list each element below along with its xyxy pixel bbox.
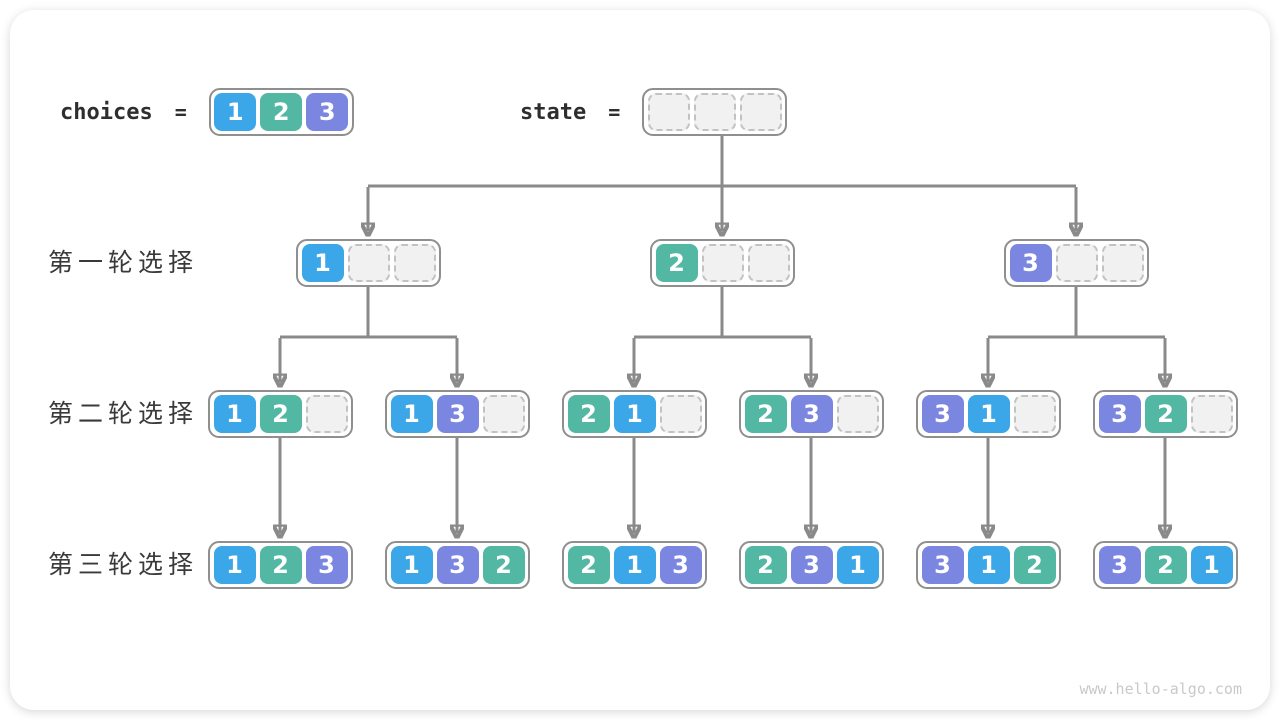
round-1-label: 第一轮选择 <box>48 249 199 277</box>
element-cell: 3 <box>1009 244 1052 282</box>
empty-cell <box>1055 244 1098 282</box>
element-cell: 3 <box>436 395 479 433</box>
empty-cell <box>393 244 436 282</box>
element-cell: 2 <box>744 395 787 433</box>
element-cell: 3 <box>659 546 702 584</box>
equals-sign: = <box>174 100 187 124</box>
array-node: 2 <box>650 239 795 287</box>
element-cell: 1 <box>214 93 257 131</box>
element-cell: 2 <box>744 546 787 584</box>
array-node: 1 <box>296 239 441 287</box>
element-cell: 2 <box>259 395 302 433</box>
choices-label: choices <box>60 99 153 125</box>
state-label: state <box>520 99 587 125</box>
element-cell: 2 <box>655 244 698 282</box>
element-cell: 2 <box>259 546 302 584</box>
element-cell: 1 <box>967 395 1010 433</box>
element-cell: 2 <box>567 395 610 433</box>
element-cell: 1 <box>390 546 433 584</box>
element-cell: 1 <box>836 546 879 584</box>
element-cell: 1 <box>967 546 1010 584</box>
round-3-label: 第三轮选择 <box>48 551 199 579</box>
empty-cell <box>305 395 348 433</box>
state-array <box>642 88 788 136</box>
element-cell: 2 <box>260 93 303 131</box>
element-cell: 2 <box>482 546 525 584</box>
element-cell: 3 <box>790 546 833 584</box>
empty-cell <box>1101 244 1144 282</box>
element-cell: 1 <box>213 395 256 433</box>
empty-cell <box>836 395 879 433</box>
state-legend: state = <box>520 88 788 136</box>
empty-cell <box>747 244 790 282</box>
empty-cell <box>739 93 782 131</box>
array-node: 3 <box>1004 239 1149 287</box>
element-cell: 1 <box>213 546 256 584</box>
empty-cell <box>482 395 525 433</box>
element-cell: 1 <box>301 244 344 282</box>
element-cell: 2 <box>1144 395 1187 433</box>
empty-cell <box>1013 395 1056 433</box>
round-1-nodes: 1 2 3 <box>296 239 1149 287</box>
element-cell: 2 <box>567 546 610 584</box>
element-cell: 3 <box>305 546 348 584</box>
watermark: www.hello-algo.com <box>1079 680 1242 698</box>
element-cell: 1 <box>390 395 433 433</box>
element-cell: 3 <box>921 395 964 433</box>
equals-sign: = <box>608 100 621 124</box>
empty-cell <box>647 93 690 131</box>
element-cell: 1 <box>1190 546 1233 584</box>
element-cell: 2 <box>1013 546 1056 584</box>
empty-cell <box>347 244 390 282</box>
element-cell: 3 <box>790 395 833 433</box>
element-cell: 1 <box>613 546 656 584</box>
element-cell: 1 <box>613 395 656 433</box>
empty-cell <box>659 395 702 433</box>
element-cell: 3 <box>306 93 349 131</box>
round-1-row: 第一轮选择 1 2 3 <box>0 239 1280 287</box>
empty-cell <box>701 244 744 282</box>
element-cell: 3 <box>436 546 479 584</box>
round-2-label: 第二轮选择 <box>48 400 199 428</box>
empty-cell <box>693 93 736 131</box>
element-cell: 3 <box>921 546 964 584</box>
empty-cell <box>1190 395 1233 433</box>
element-cell: 3 <box>1098 546 1141 584</box>
element-cell: 2 <box>1144 546 1187 584</box>
element-cell: 3 <box>1098 395 1141 433</box>
